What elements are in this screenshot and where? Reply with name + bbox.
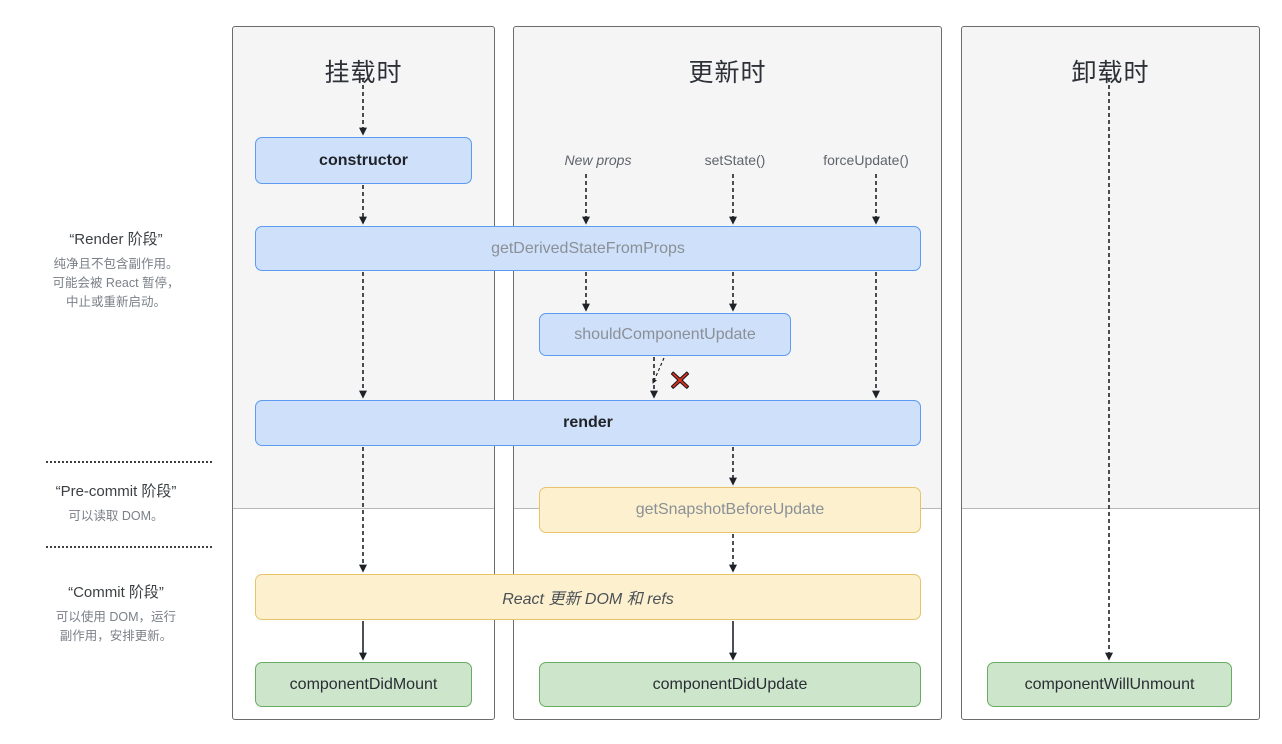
legend-precommit-phase-line-1: 可以读取 DOM。: [68, 509, 164, 523]
render-phase-band-unmounting: [962, 27, 1259, 508]
trigger-new-props: New props: [564, 152, 632, 168]
node-should-component-update[interactable]: shouldComponentUpdate: [539, 313, 791, 356]
legend-commit-phase-line-2: 副作用，安排更新。: [59, 629, 173, 643]
legend-render-phase-line-3: 中止或重新启动。: [65, 295, 166, 309]
legend-commit-phase-title: “Commit 阶段”: [68, 584, 164, 601]
skip-render-x-icon: [670, 371, 690, 389]
node-get-snapshot-before-update[interactable]: getSnapshotBeforeUpdate: [539, 487, 921, 533]
legend-precommit-phase-desc: 可以读取 DOM。: [0, 507, 232, 526]
legend-precommit-phase-title: “Pre-commit 阶段”: [55, 483, 177, 500]
node-constructor[interactable]: constructor: [255, 137, 472, 184]
legend-commit-phase: “Commit 阶段” 可以使用 DOM，运行 副作用，安排更新。: [0, 581, 232, 646]
legend-render-phase-title: “Render 阶段”: [69, 231, 163, 248]
node-render[interactable]: render: [255, 400, 921, 446]
legend-divider-top: [46, 461, 212, 463]
column-unmounting-title: 卸载时: [1071, 59, 1150, 87]
node-component-will-unmount[interactable]: componentWillUnmount: [987, 662, 1232, 707]
legend-render-phase: “Render 阶段” 纯净且不包含副作用。 可能会被 React 暂停， 中止…: [0, 228, 232, 312]
legend-commit-phase-desc: 可以使用 DOM，运行 副作用，安排更新。: [0, 608, 232, 646]
column-updating: 更新时: [513, 26, 942, 720]
render-phase-divider-unmounting: [962, 508, 1259, 509]
trigger-force-update: forceUpdate(): [823, 152, 909, 168]
column-updating-title: 更新时: [688, 59, 767, 87]
legend-precommit-phase: “Pre-commit 阶段” 可以读取 DOM。: [0, 480, 232, 526]
legend-render-phase-line-1: 纯净且不包含副作用。: [53, 257, 179, 271]
legend-divider-bottom: [46, 546, 212, 548]
node-get-derived-state-from-props[interactable]: getDerivedStateFromProps: [255, 226, 921, 271]
node-react-updates-dom-and-refs[interactable]: React 更新 DOM 和 refs: [255, 574, 921, 620]
phase-legend: “Render 阶段” 纯净且不包含副作用。 可能会被 React 暂停， 中止…: [0, 0, 232, 744]
node-component-did-mount[interactable]: componentDidMount: [255, 662, 472, 707]
trigger-set-state: setState(): [704, 152, 766, 168]
node-component-did-update[interactable]: componentDidUpdate: [539, 662, 921, 707]
column-unmounting: 卸载时: [961, 26, 1260, 720]
legend-render-phase-line-2: 可能会被 React 暂停，: [52, 276, 180, 290]
column-mounting-title: 挂载时: [324, 59, 403, 87]
legend-commit-phase-line-1: 可以使用 DOM，运行: [55, 610, 177, 624]
legend-render-phase-desc: 纯净且不包含副作用。 可能会被 React 暂停， 中止或重新启动。: [0, 255, 232, 312]
